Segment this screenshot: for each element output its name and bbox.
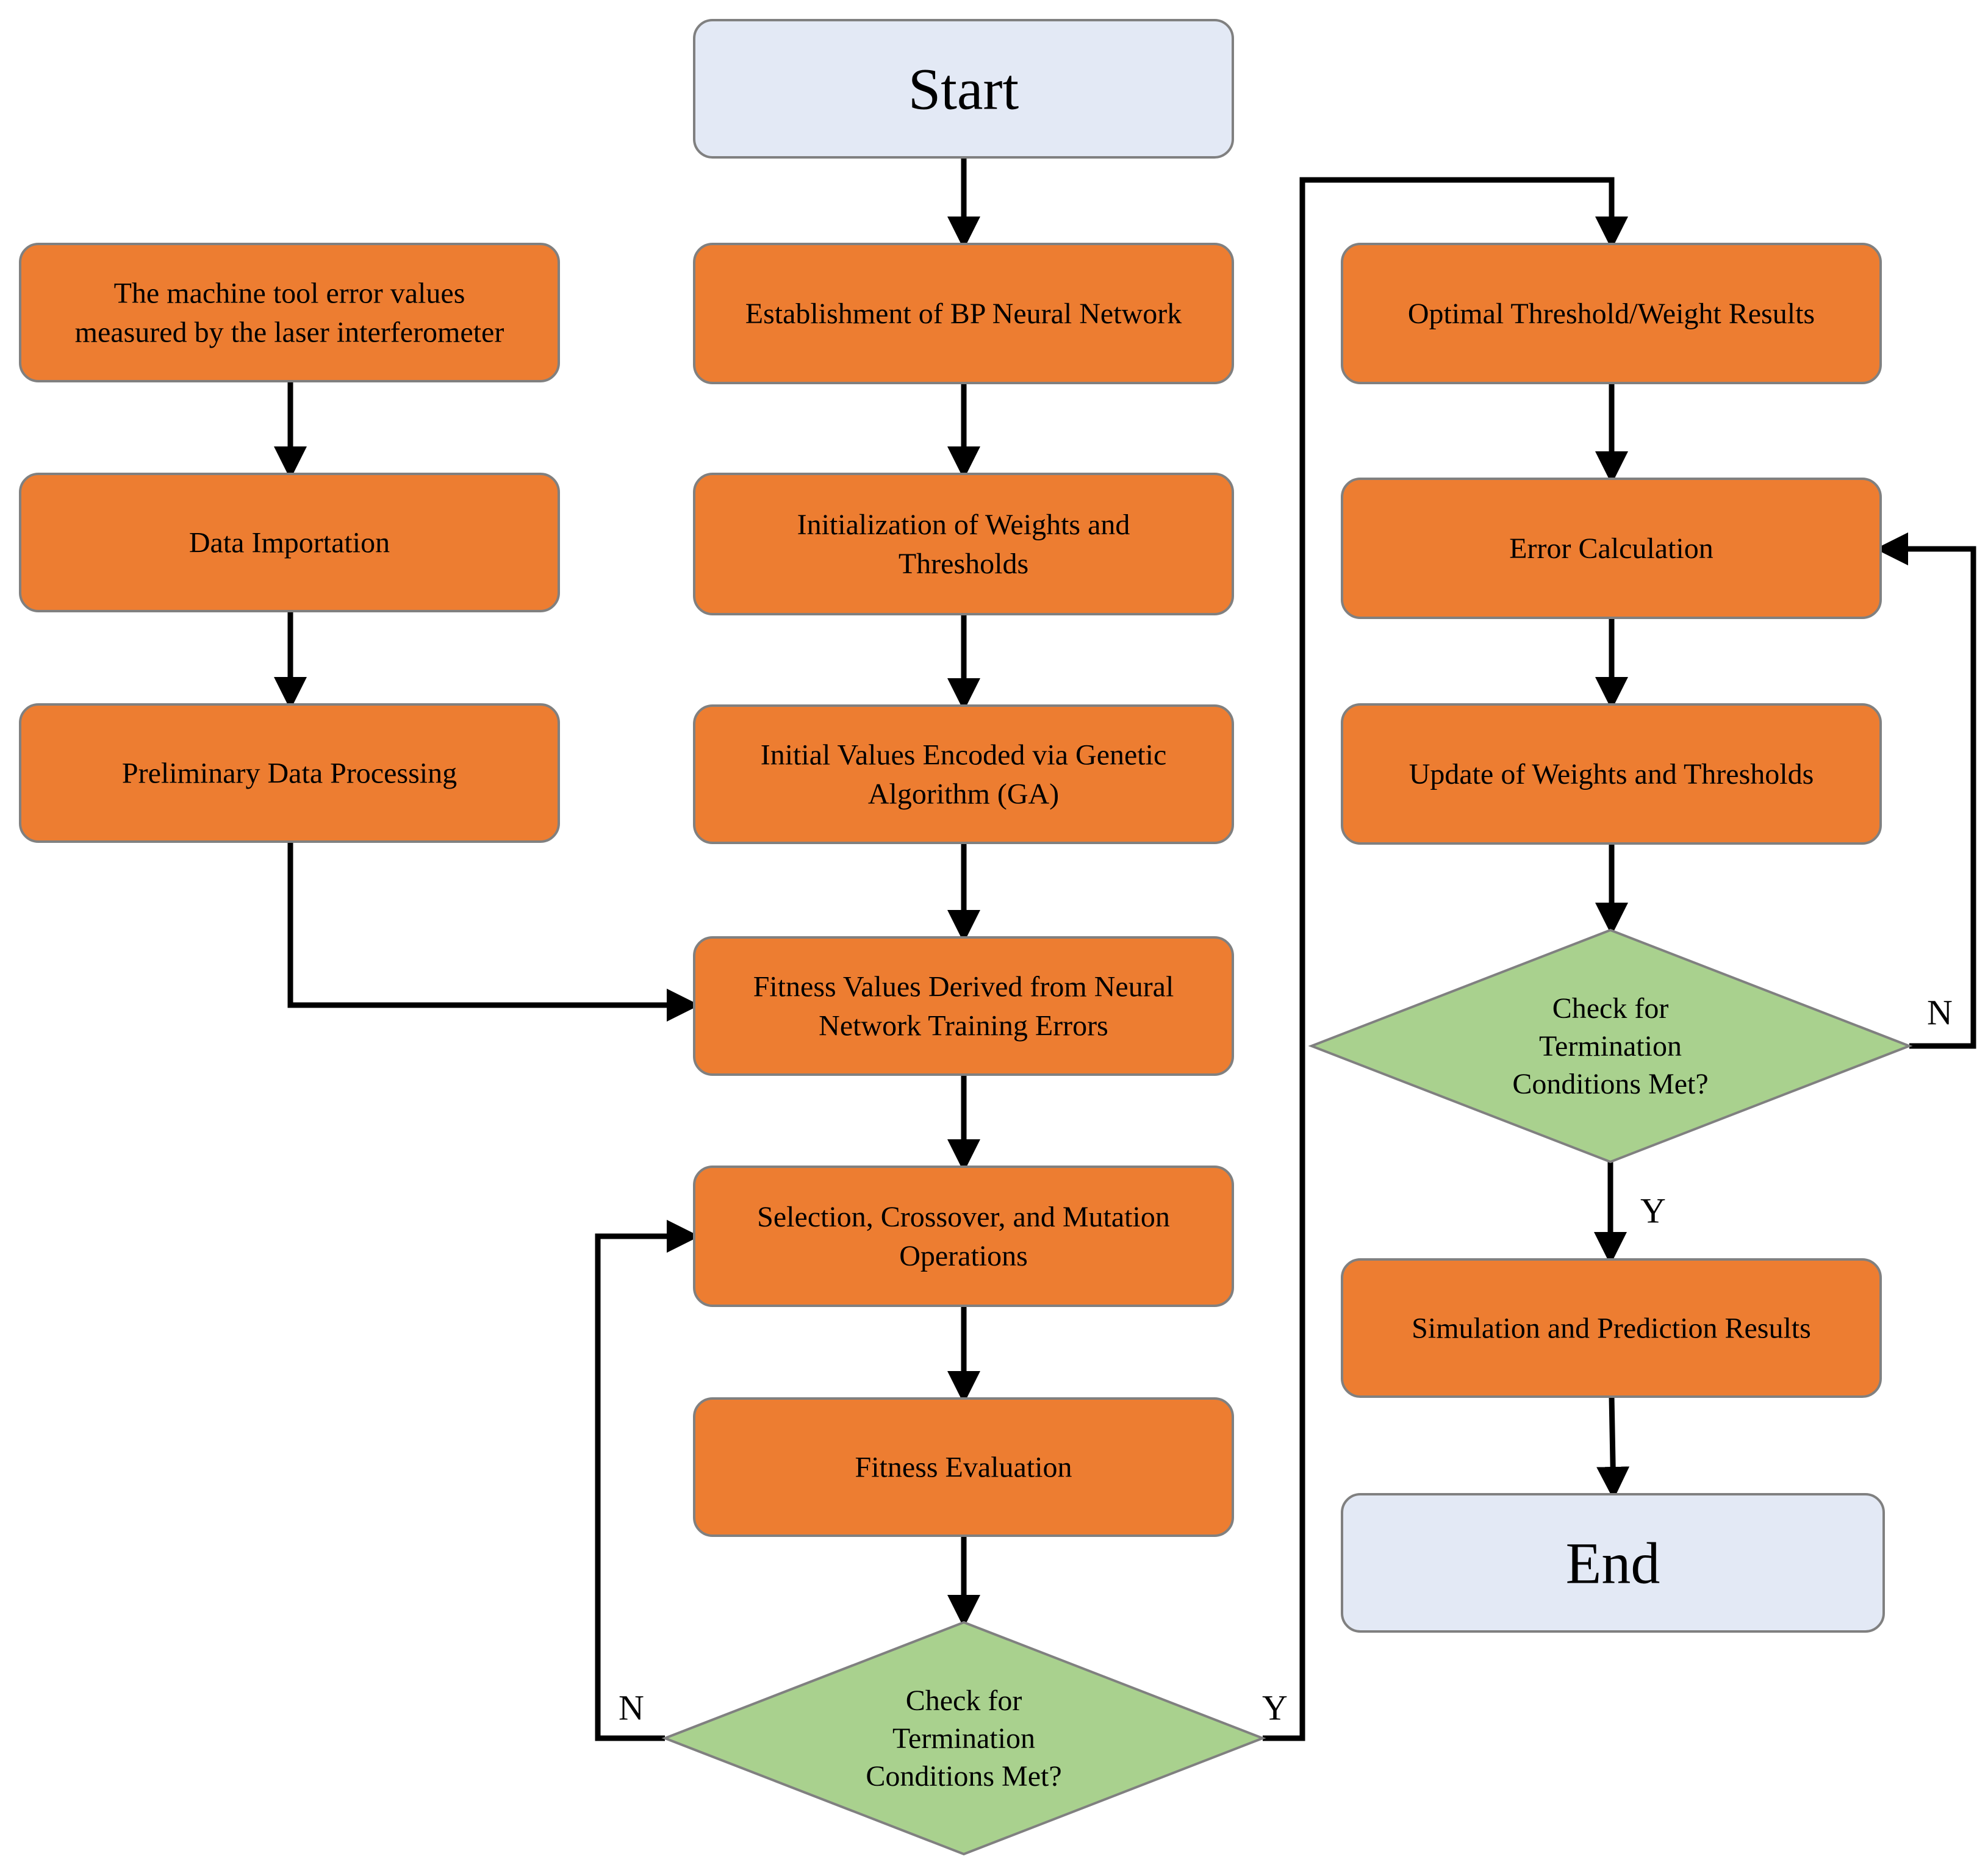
- simulation-results-box: Simulation and Prediction Results: [1341, 1258, 1882, 1398]
- start-node-shape: [693, 19, 1234, 159]
- update-weights-box-shape: [1341, 703, 1882, 845]
- fitness-evaluation-box: Fitness Evaluation: [693, 1397, 1234, 1537]
- update-weights-box: Update of Weights and Thresholds: [1341, 703, 1882, 845]
- laser-measurement-box-shape: [19, 243, 560, 382]
- connectors: [274, 157, 1976, 1741]
- preliminary-processing-box-label: Preliminary Data Processing: [122, 757, 457, 789]
- preliminary-processing-box: Preliminary Data Processing: [19, 703, 560, 843]
- optimal-results-box-label: Optimal Threshold/Weight Results: [1408, 298, 1815, 330]
- init-weights-box-shape: [693, 473, 1234, 615]
- check2-no-label: N: [1927, 993, 1953, 1033]
- update-weights-box-label: Update of Weights and Thresholds: [1409, 758, 1814, 790]
- fitness-evaluation-box-shape: [693, 1397, 1234, 1537]
- end-node-label: End: [1566, 1530, 1660, 1595]
- error-calculation-box: Error Calculation: [1341, 478, 1882, 619]
- data-importation-box-label: Data Importation: [189, 526, 390, 559]
- optimal-results-box: Optimal Threshold/Weight Results: [1341, 243, 1882, 384]
- start-node: Start: [693, 19, 1234, 159]
- edge-labels: N Y N Y: [619, 993, 1953, 1728]
- selection-crossover-box-shape: [693, 1166, 1234, 1307]
- preliminary-processing-box-shape: [19, 703, 560, 843]
- simulation-results-box-label: Simulation and Prediction Results: [1412, 1312, 1811, 1344]
- check2-yes-label: Y: [1640, 1191, 1666, 1231]
- data-importation-box: Data Importation: [19, 473, 560, 612]
- edge-check1-no-loop: [595, 1220, 700, 1741]
- error-calculation-box-label: Error Calculation: [1509, 532, 1713, 565]
- start-node-label: Start: [908, 56, 1019, 121]
- edge-check1-yes-optimal: [1263, 177, 1628, 1741]
- fitness-evaluation-box-label: Fitness Evaluation: [855, 1451, 1072, 1483]
- end-node: End: [1341, 1493, 1885, 1633]
- check1-no-label: N: [619, 1688, 644, 1728]
- bp-network-box-label: Establishment of BP Neural Network: [745, 298, 1182, 330]
- fitness-values-box-shape: [693, 936, 1234, 1076]
- simulation-results-box-shape: [1341, 1258, 1882, 1398]
- termination-check-2-shape: [1308, 928, 1913, 1164]
- bp-network-box: Establishment of BP Neural Network: [693, 243, 1234, 384]
- edge-prelim-fitness: [287, 842, 700, 1022]
- check1-yes-label: Y: [1262, 1688, 1288, 1728]
- data-importation-box-shape: [19, 473, 560, 612]
- bp-network-box-shape: [693, 243, 1234, 384]
- edge-check2-no-loop: [1875, 532, 1976, 1049]
- end-node-shape: [1341, 1493, 1885, 1633]
- optimal-results-box-shape: [1341, 243, 1882, 384]
- error-calculation-box-shape: [1341, 478, 1882, 619]
- termination-check-1-shape: [661, 1621, 1266, 1856]
- edge-sim-end: [1596, 1396, 1630, 1500]
- ga-encoding-box-shape: [693, 704, 1234, 844]
